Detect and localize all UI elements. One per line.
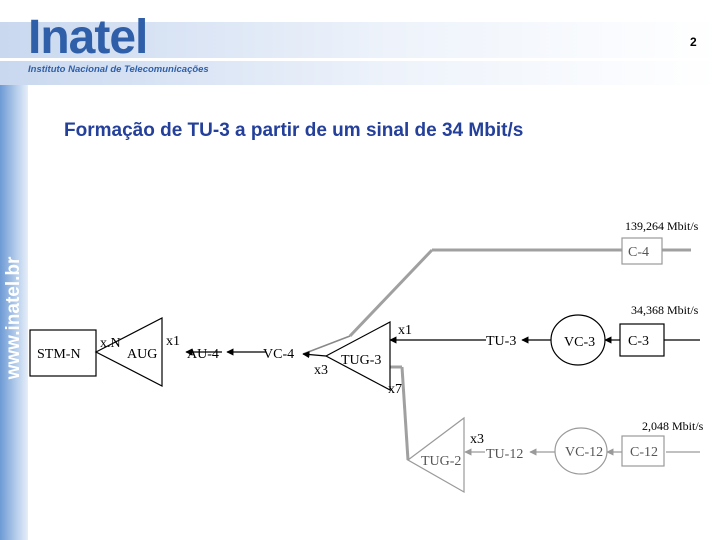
mult-x7-label: x7 bbox=[388, 382, 402, 397]
logo: Inatel bbox=[28, 11, 148, 64]
rate-c3: 34,368 Mbit/s bbox=[631, 303, 699, 317]
c12-box bbox=[621, 435, 665, 467]
page-number: 2 bbox=[690, 35, 697, 49]
header-stripes bbox=[0, 0, 720, 85]
vc3-label: VC-3 bbox=[564, 335, 595, 350]
vc4-label: VC-4 bbox=[263, 347, 294, 362]
rate-c4: 139,264 Mbit/s bbox=[625, 219, 699, 233]
vc12-label: VC-12 bbox=[565, 445, 603, 460]
tug2-triangle bbox=[406, 416, 465, 494]
c3-label: C-3 bbox=[628, 334, 649, 349]
c12-label: C-12 bbox=[630, 445, 658, 460]
side-bar bbox=[0, 85, 28, 540]
mult-x1-tu3-label: x1 bbox=[398, 323, 412, 338]
stm-n-label: STM-N bbox=[37, 347, 81, 362]
c4-to-vc4-line bbox=[302, 335, 351, 355]
c3-box bbox=[619, 323, 665, 357]
vc3-ellipse bbox=[550, 314, 606, 366]
rate-c12: 2,048 Mbit/s bbox=[642, 419, 704, 433]
aug-triangle bbox=[94, 317, 163, 387]
mult-x1-aug-label: x1 bbox=[166, 334, 180, 349]
stm-n-box bbox=[29, 329, 97, 377]
c4-label: C-4 bbox=[628, 245, 649, 260]
tug2-label: TUG-2 bbox=[421, 454, 461, 469]
tug3-label: TUG-3 bbox=[341, 353, 381, 368]
tu3-label: TU-3 bbox=[486, 334, 516, 349]
header: Inatel Instituto Nacional de Telecomunic… bbox=[0, 0, 720, 85]
mult-xn-label: x.N bbox=[100, 336, 121, 351]
tug3-triangle bbox=[324, 321, 391, 391]
c4-box bbox=[621, 237, 663, 265]
logo-subtitle: Instituto Nacional de Telecomunicações bbox=[28, 64, 209, 75]
aug-label: AUG bbox=[127, 347, 157, 362]
tu12-label: TU-12 bbox=[486, 447, 523, 462]
vc12-ellipse bbox=[554, 427, 608, 475]
mult-x3-tug3-label: x3 bbox=[314, 363, 328, 378]
slide-title: Formação de TU-3 a partir de um sinal de… bbox=[64, 120, 524, 141]
mult-x3-tu12-label: x3 bbox=[470, 432, 484, 447]
au4-label: AU-4 bbox=[187, 347, 219, 362]
